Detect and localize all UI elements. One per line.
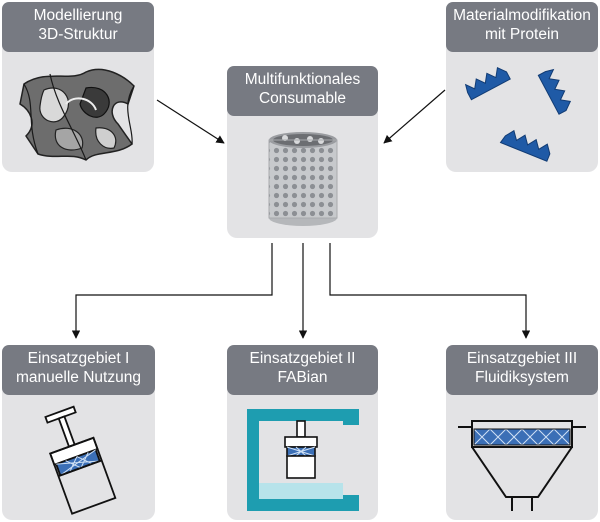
node-use-manual-title: Einsatzgebiet I manuelle Nutzung: [2, 345, 155, 395]
node-use-manual: Einsatzgebiet I manuelle Nutzung: [2, 345, 155, 520]
node-material-modification: Materialmodifikation mit Protein: [446, 2, 598, 172]
arrow-consumable-to-use-manual: [71, 243, 273, 339]
arrow-consumable-to-use-fluidic: [329, 243, 531, 339]
syringe-icon: [44, 405, 117, 515]
protein-molecule-icon: [464, 66, 572, 162]
node-modelling-title: Modellierung 3D-Struktur: [2, 2, 154, 52]
arrow-modelling-to-consumable: [156, 99, 225, 144]
fluidic-chamber-icon: [458, 420, 586, 511]
node-modelling: Modellierung 3D-Struktur: [2, 2, 154, 172]
node-consumable: Multifunktionales Consumable: [227, 66, 378, 238]
arrow-material-to-consumable: [383, 89, 446, 144]
node-use-fabian-title: Einsatzgebiet II FABian: [227, 345, 378, 395]
node-use-fabian: Einsatzgebiet II FABian: [227, 345, 378, 520]
node-consumable-title: Multifunktionales Consumable: [227, 66, 378, 116]
node-material-modification-title: Materialmodifikation mit Protein: [446, 2, 598, 52]
porous-cylinder-icon: [268, 132, 338, 226]
fabian-device-icon: [247, 409, 359, 511]
node-use-fluidic-title: Einsatzgebiet III Fluidiksystem: [446, 345, 598, 395]
node-use-fluidic: Einsatzgebiet III Fluidiksystem: [446, 345, 598, 520]
3d-lattice-structure-icon: [19, 68, 135, 161]
